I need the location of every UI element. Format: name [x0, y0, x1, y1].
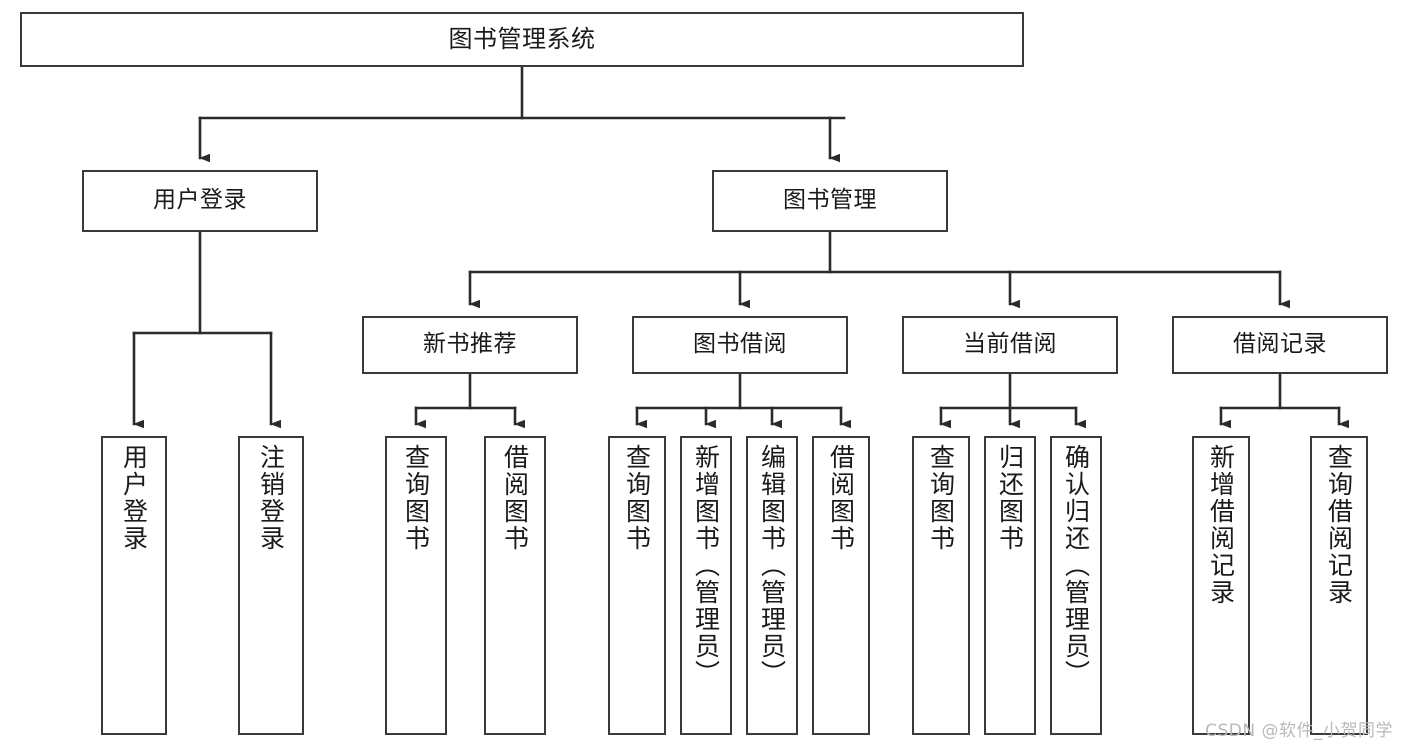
node-label: 借阅图书 — [826, 444, 856, 552]
node-leaf-user-login[interactable]: 用户登录 — [101, 436, 167, 735]
node-label: 当前借阅 — [963, 331, 1057, 358]
node-borrow-record[interactable]: 借阅记录 — [1172, 316, 1388, 374]
node-label: 用户登录 — [153, 187, 247, 214]
node-leaf-query-record[interactable]: 查询借阅记录 — [1310, 436, 1368, 735]
node-label: 查询图书 — [622, 444, 652, 552]
node-label: 编辑图书（管理员） — [757, 444, 787, 687]
node-label: 图书管理 — [783, 187, 877, 214]
node-user-login[interactable]: 用户登录 — [82, 170, 318, 232]
node-label: 确认归还（管理员） — [1061, 444, 1091, 687]
node-label: 新增借阅记录 — [1206, 444, 1236, 606]
node-label: 查询图书 — [401, 444, 431, 552]
node-current-borrow[interactable]: 当前借阅 — [902, 316, 1118, 374]
node-leaf-borrow-book-2[interactable]: 借阅图书 — [812, 436, 870, 735]
node-leaf-query-book-2[interactable]: 查询图书 — [608, 436, 666, 735]
node-leaf-edit-book[interactable]: 编辑图书（管理员） — [746, 436, 798, 735]
node-label: 用户登录 — [119, 444, 149, 552]
node-leaf-add-book[interactable]: 新增图书（管理员） — [680, 436, 732, 735]
node-label: 归还图书 — [995, 444, 1025, 552]
node-label: 图书借阅 — [693, 331, 787, 358]
node-label: 新增图书（管理员） — [691, 444, 721, 687]
node-leaf-add-record[interactable]: 新增借阅记录 — [1192, 436, 1250, 735]
node-label: 查询图书 — [926, 444, 956, 552]
node-label: 借阅记录 — [1233, 331, 1327, 358]
node-label: 注销登录 — [256, 444, 286, 552]
node-leaf-borrow-book-1[interactable]: 借阅图书 — [484, 436, 546, 735]
node-new-book-rec[interactable]: 新书推荐 — [362, 316, 578, 374]
node-leaf-user-logout[interactable]: 注销登录 — [238, 436, 304, 735]
node-label: 借阅图书 — [500, 444, 530, 552]
node-label: 查询借阅记录 — [1324, 444, 1354, 606]
csdn-watermark: CSDN @软件_小贺同学 — [1205, 721, 1393, 741]
node-root-system[interactable]: 图书管理系统 — [20, 12, 1024, 67]
node-leaf-return-book[interactable]: 归还图书 — [984, 436, 1036, 735]
node-book-manage[interactable]: 图书管理 — [712, 170, 948, 232]
node-book-borrow[interactable]: 图书借阅 — [632, 316, 848, 374]
node-leaf-query-book-1[interactable]: 查询图书 — [385, 436, 447, 735]
node-leaf-confirm-return[interactable]: 确认归还（管理员） — [1050, 436, 1102, 735]
node-label: 图书管理系统 — [448, 25, 596, 54]
node-label: 新书推荐 — [423, 331, 517, 358]
node-leaf-query-book-3[interactable]: 查询图书 — [912, 436, 970, 735]
